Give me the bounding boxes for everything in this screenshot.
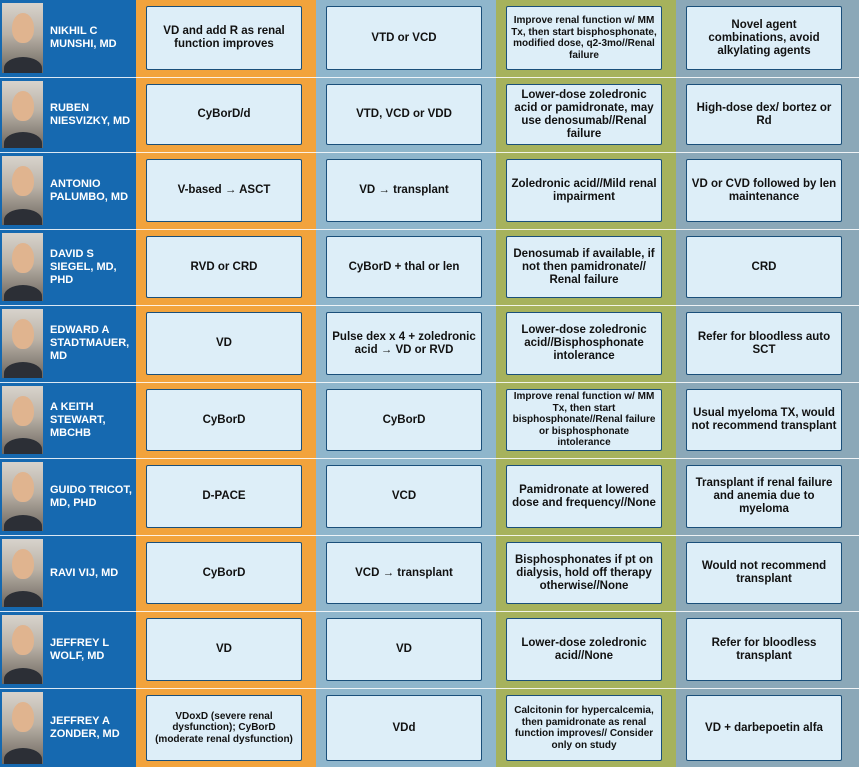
response-cell-col4: CRD [686, 236, 842, 298]
response-cell-col2: CyBorD [326, 389, 482, 451]
response-cell-col4: Transplant if renal failure and anemia d… [686, 465, 842, 528]
response-cell-col3: Lower-dose zoledronic acid//None [506, 618, 662, 681]
response-cell-col1: VD [146, 312, 302, 375]
response-cell-col2: Pulse dex x 4 + zoledronic acid → VD or … [326, 312, 482, 375]
response-cell-col2: VCD → transplant [326, 542, 482, 604]
response-cell-col4: Would not recommend transplant [686, 542, 842, 604]
row-divider [0, 688, 859, 689]
response-cell-col2: VDd [326, 695, 482, 761]
panelist-photo [2, 692, 43, 764]
response-cell-col1: VDoxD (severe renal dysfunction); CyBorD… [146, 695, 302, 761]
response-cell-col3: Zoledronic acid//Mild renal impairment [506, 159, 662, 222]
panelist-photo [2, 462, 43, 531]
row-divider [0, 305, 859, 306]
panelist-name: RAVI VIJ, MD [50, 566, 119, 579]
panelist-name: ANTONIO PALUMBO, MD [50, 177, 129, 203]
panelist-photo [2, 386, 43, 454]
panelist-photo [2, 233, 43, 301]
response-cell-col1: VD and add R as renal function improves [146, 6, 302, 70]
response-cell-col3: Improve renal function w/ MM Tx, then st… [506, 389, 662, 451]
row-divider [0, 152, 859, 153]
response-cell-col3: Lower-dose zoledronic acid//Bisphosphona… [506, 312, 662, 375]
table-row: A KEITH STEWART, MBCHB CyBorD CyBorD Improv… [0, 383, 859, 457]
table-row: ANTONIO PALUMBO, MD V-based → ASCT VD → tr… [0, 153, 859, 228]
panelist-name: DAVID S SIEGEL, MD, PHD [50, 247, 117, 286]
response-cell-col1: CyBorD [146, 389, 302, 451]
panelist-photo [2, 81, 43, 148]
panelist-photo [2, 3, 43, 73]
response-cell-col3: Denosumab if available, if not then pami… [506, 236, 662, 298]
response-cell-col3: Improve renal function w/ MM Tx, then st… [506, 6, 662, 70]
panelist-photo [2, 615, 43, 684]
response-cell-col4: Novel agent combinations, avoid alkylati… [686, 6, 842, 70]
panelist-name: RUBEN NIESVIZKY, MD [50, 101, 131, 127]
panelist-name: EDWARD A STADTMAUER, MD [50, 324, 130, 362]
panelist-name: NIKHIL C MUNSHI, MD [50, 25, 117, 50]
response-cell-col2: CyBorD + thal or len [326, 236, 482, 298]
response-cell-col3: Pamidronate at lowered dose and frequenc… [506, 465, 662, 528]
row-divider [0, 535, 859, 536]
table-row: GUIDO TRICOT, MD, PHD D-PACE VCD Pamidronat… [0, 459, 859, 534]
row-divider [0, 229, 859, 230]
response-cell-col3: Calcitonin for hypercalcemia, then pamid… [506, 695, 662, 761]
panelist-name: JEFFREY A ZONDER, MD [50, 715, 120, 740]
row-divider [0, 77, 859, 78]
row-divider [0, 458, 859, 459]
response-cell-col2: VTD, VCD or VDD [326, 84, 482, 145]
table-row: JEFFREY L WOLF, MD VD VD Lower-dose zoledro… [0, 612, 859, 687]
table-row: EDWARD A STADTMAUER, MD VD Pulse dex x 4 +… [0, 306, 859, 381]
response-cell-col2: VD [326, 618, 482, 681]
response-cell-col1: D-PACE [146, 465, 302, 528]
panelist-photo [2, 309, 43, 378]
response-cell-col4: VD or CVD followed by len maintenance [686, 159, 842, 222]
response-cell-col1: RVD or CRD [146, 236, 302, 298]
row-divider [0, 382, 859, 383]
table-row: JEFFREY A ZONDER, MD VDoxD (severe renal … [0, 689, 859, 767]
table-row: RUBEN NIESVIZKY, MD CyBorD/d VTD, VCD or V… [0, 78, 859, 151]
response-cell-col2: VD → transplant [326, 159, 482, 222]
table-row: NIKHIL C MUNSHI, MD VD and add R as renal… [0, 0, 859, 76]
panelist-name: A KEITH STEWART, MBCHB [50, 400, 106, 439]
response-cell-col1: CyBorD/d [146, 84, 302, 145]
response-cell-col4: Refer for bloodless auto SCT [686, 312, 842, 375]
response-cell-col4: VD + darbepoetin alfa [686, 695, 842, 761]
row-divider [0, 611, 859, 612]
response-cell-col1: VD [146, 618, 302, 681]
response-cell-col3: Lower-dose zoledronic acid or pamidronat… [506, 84, 662, 145]
response-cell-col4: High-dose dex/ bortez or Rd [686, 84, 842, 145]
table-row: RAVI VIJ, MD CyBorD VCD → transplant Bispho… [0, 536, 859, 610]
response-cell-col1: CyBorD [146, 542, 302, 604]
response-cell-col2: VCD [326, 465, 482, 528]
response-cell-col4: Usual myeloma TX, would not recommend tr… [686, 389, 842, 451]
response-cell-col3: Bisphosphonates if pt on dialysis, hold … [506, 542, 662, 604]
panelist-photo [2, 156, 43, 225]
response-cell-col4: Refer for bloodless transplant [686, 618, 842, 681]
response-cell-col2: VTD or VCD [326, 6, 482, 70]
table-row: DAVID S SIEGEL, MD, PHD RVD or CRD CyBorD … [0, 230, 859, 304]
panelist-name: GUIDO TRICOT, MD, PHD [50, 483, 132, 509]
response-cell-col1: V-based → ASCT [146, 159, 302, 222]
panelist-name: JEFFREY L WOLF, MD [50, 636, 109, 662]
panelist-photo [2, 539, 43, 607]
